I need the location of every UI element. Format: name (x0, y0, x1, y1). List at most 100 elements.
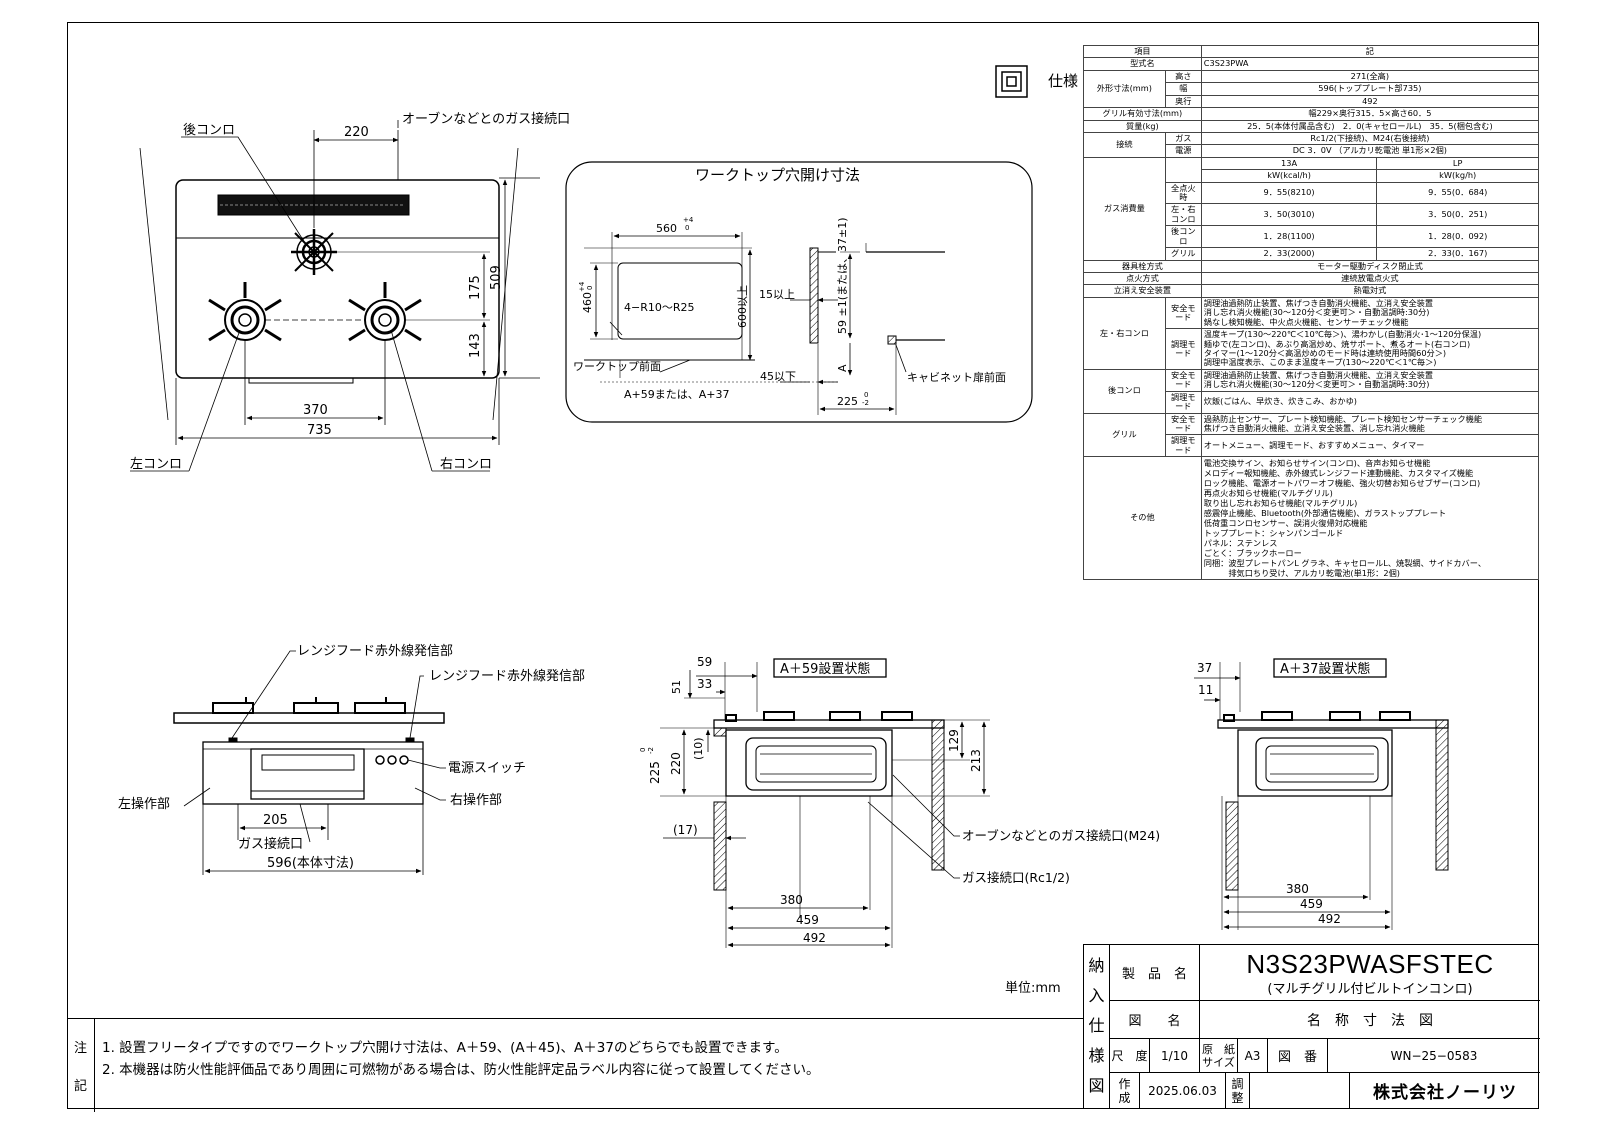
spec-line: 消し忘れ消火機能(30～120分＜変更可＞・自動温調時:30分) (1203, 307, 1430, 318)
spec-line: 鍋なし検知機能、中火点火機能、センサーチェック機能 (1203, 316, 1409, 327)
scale-value: 1/10 (1150, 1039, 1200, 1073)
spec-lr-cook: 温度キープ(130～220℃＜10℃毎＞)、湯わかし(自動消火･1～120分保温… (1200, 328, 1540, 370)
notes-label: 注 記 (68, 1019, 95, 1112)
spec-line: ロック機能、電源オートパワーオフ機能、強火切替お知らせブザー(コンロ) (1203, 478, 1481, 489)
side-a37-dim-37: 37 (1197, 661, 1212, 675)
side-char: 図 (1088, 1076, 1105, 1095)
side-char: 様 (1088, 1046, 1105, 1065)
spec-rear-cook-label: 調理モード (1164, 390, 1202, 414)
spec-ignition-label: 点火方式 (1083, 271, 1202, 286)
made-label: 作 成 (1110, 1073, 1140, 1108)
side-char: 仕 (1088, 1016, 1105, 1035)
spec-line: ごとく：ブラックホーロー (1203, 548, 1302, 559)
side-a59-dim-17: (17) (673, 823, 698, 837)
paper-size-value: A3 (1238, 1039, 1268, 1073)
label-corner-radius: 4−R10～R25 (624, 301, 695, 314)
spec-line: 低荷重コンロセンサー、誤消火復帰対応機能 (1203, 518, 1368, 529)
table-row: 質量(kg)25．5(本体付属品含む) 2．0(キャセロールL) 35．5(梱包… (1083, 119, 1540, 133)
check-label: 調 整 (1226, 1073, 1250, 1108)
side-a59-dim-59: 59 (697, 655, 712, 669)
side-a59-tol-225-lo: -2 (647, 747, 655, 754)
spec-power-value: DC 3．0V （アルカリ乾電池 単1形×2個) (1200, 144, 1540, 158)
notes-label-2: 記 (74, 1079, 88, 1094)
dim-596: 596(本体寸法) (267, 856, 354, 871)
dim-509: 509 (489, 265, 504, 290)
spec-grill-cook-label: 調理モード (1164, 434, 1202, 458)
spec-lr-safety: 調理油過熱防止装置、焦げつき自動消火機能、立消え安全装置消し忘れ消火機能(30～… (1200, 296, 1540, 330)
spec-line: 調理油過熱防止装置、焦げつき自動消火機能、立消え安全装置 (1203, 297, 1434, 308)
spec-line: 電池交換サイン、お知らせサイン(コンロ)、音声お知らせ機能 (1203, 458, 1431, 469)
cutout-tol-460-hi: +4 (578, 281, 586, 292)
side-a59-title: A＋59設置状態 (780, 661, 870, 677)
notes-section: 注 記 1. 設置フリータイプですのでワークトップ穴開け寸法は、A＋59、(A＋… (68, 1018, 1083, 1112)
side-view-a59 (660, 658, 990, 948)
dim-143: 143 (468, 333, 483, 358)
spec-line: 調理油過熱防止装置、焦げつき自動消火機能、立消え安全装置 (1203, 369, 1434, 380)
spec-line: 排気口ちり受け、アルカリ乾電池(単1形：2個) (1203, 568, 1400, 579)
spec-line: 同梱：波型プレートパンL グラネ、キャセロールL、焼製網、サイドカバー、 (1203, 558, 1487, 569)
spec-line: トッププレート：シャンパンゴールド (1203, 528, 1344, 539)
label-oven-gas-m24: オーブンなどとのガス接続口(M24) (962, 828, 1160, 843)
drawing-no-value: WN−25−0583 (1328, 1039, 1540, 1073)
spec-gc-lp: 2．33(0．167) (1376, 247, 1539, 261)
spec-ignition-value: 連続放電点火式 (1200, 271, 1540, 286)
spec-line: 炊飯(ごはん、早炊き、炊きこみ、おかゆ) (1203, 396, 1357, 407)
spec-gc-name: グリル (1164, 247, 1202, 261)
label-oven-gas-connection: オーブンなどとのガス接続口 (402, 111, 570, 127)
spec-model-label: 型式名 (1083, 57, 1202, 71)
company-logo: 株式会社ノーリツ (1373, 1083, 1517, 1103)
side-a37-title: A＋37設置状態 (1280, 661, 1370, 677)
cutout-dim-15: 15以上 (759, 288, 795, 301)
spec-line: 取り出し忘れお知らせ機能(マルチグリル) (1203, 498, 1358, 509)
title-block: 納 入 仕 様 図 製 品 名 N3S23PWASFSTEC (マルチグリル付ビ… (1083, 944, 1540, 1109)
spec-title: 仕様 (1048, 72, 1078, 90)
spec-mass-label: 質量(kg) (1083, 119, 1202, 133)
product-desc: (マルチグリル付ビルトインコンロ) (1267, 982, 1473, 997)
spec-grill-safety: 過熱防止センサー、プレート検知機能、プレート検知センサーチェック機能焦げつき自動… (1200, 412, 1540, 436)
spec-grill-cook: オートメニュー、調理モード、おすすめメニュー、タイマー (1200, 434, 1540, 458)
front-view (173, 650, 446, 875)
left-burner-icon (208, 282, 282, 342)
cutout-label-a: A (836, 364, 849, 372)
table-row: グリル有効寸法(mm)幅229×奥行315．5×高さ60．5 (1083, 107, 1540, 121)
drawing-name-label: 図 名 (1110, 1001, 1200, 1039)
label-ir-transmitter-1: レンジフード赤外線発信部 (297, 643, 453, 659)
side-a37-dim-459: 459 (1300, 897, 1323, 911)
side-char: 入 (1088, 986, 1105, 1005)
table-row: 立消え安全装置熱電対式 (1083, 284, 1540, 298)
cutout-dim-59: 59 ±1(または、37±1) (836, 217, 849, 334)
cutout-diagram (565, 161, 1033, 423)
side-char: 納 (1088, 956, 1105, 975)
spec-height-value: 271(全高) (1200, 69, 1540, 84)
dim-735: 735 (307, 423, 332, 438)
spec-icon (995, 65, 1028, 98)
side-a37-dim-380: 380 (1286, 882, 1309, 896)
spec-gas-value: Rc1/2(下接続)、M24(右後接続) (1200, 131, 1540, 146)
cutout-dim-225: 225 (837, 395, 858, 408)
spec-gas-label: ガス (1164, 131, 1202, 146)
cutout-tol-460-lo: 0 (586, 286, 594, 290)
spec-lr-cook-label: 調理モード (1164, 328, 1202, 370)
top-view (130, 120, 540, 472)
paper-size-label: 原 紙 サイズ (1200, 1039, 1238, 1073)
product-code: N3S23PWASFSTEC (1246, 949, 1494, 979)
table-row: kW(kcal/h)kW(kg/h) (1084, 169, 1539, 183)
spec-lr-safety-label: 安全モード (1164, 296, 1202, 330)
drawing-name: 名 称 寸 法 図 (1200, 1001, 1540, 1039)
spec-line: 調理中温度表示、このまま温度キープ(130～220℃＜1℃毎＞) (1203, 357, 1437, 368)
label-ir-transmitter-2: レンジフード赤外線発信部 (429, 668, 585, 684)
spec-rear-safety-label: 安全モード (1164, 368, 1202, 392)
side-a37-dim-11: 11 (1198, 683, 1213, 697)
spec-gc-13a: 9．55(8210) (1200, 181, 1378, 205)
side-a59-dim-10: (10) (692, 737, 705, 760)
spec-grill-label: グリル有効寸法(mm) (1083, 107, 1202, 121)
spec-col-lp: LP (1376, 156, 1539, 171)
side-a59-dim-380: 380 (780, 893, 803, 907)
cutout-tol-225-lo: -2 (862, 399, 869, 407)
spec-gc-lp: 1．28(0．092) (1376, 225, 1539, 249)
